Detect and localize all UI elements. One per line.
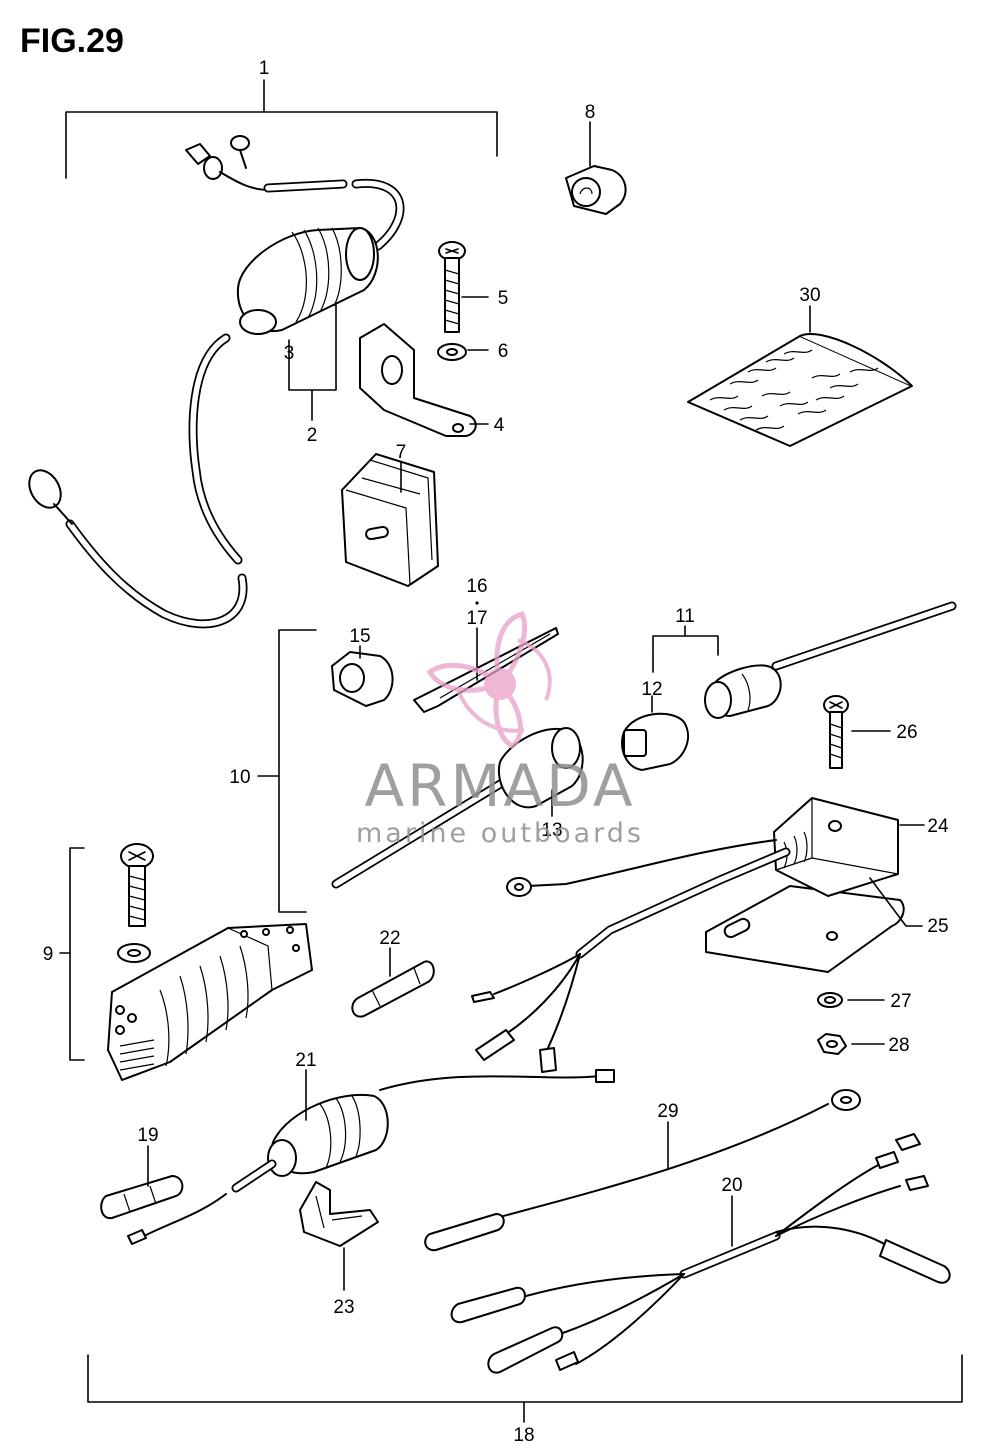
connector-12 — [621, 712, 689, 771]
callout-29: 29 — [657, 1101, 678, 1122]
callout-22: 22 — [379, 928, 400, 949]
regulator-24 — [471, 797, 905, 1073]
washer-6 — [437, 343, 467, 361]
callout-7: 7 — [396, 442, 407, 463]
callout-17: 17 — [466, 608, 487, 629]
callout-8: 8 — [585, 102, 596, 123]
cable-13 — [331, 727, 584, 889]
callout-21: 21 — [295, 1050, 316, 1071]
figure-title: FIG.29 — [20, 22, 124, 60]
screw-9 — [117, 843, 154, 963]
fuse-22 — [351, 960, 435, 1018]
callout-labels: 1 2 3 4 5 6 7 8 9 10 11 12 13 16 17 15 1… — [43, 58, 949, 1446]
callout-12: 12 — [641, 679, 662, 700]
callout-25: 25 — [927, 916, 948, 937]
bracket-9 — [59, 847, 85, 1061]
screw-26 — [823, 695, 849, 769]
bracket-1 — [65, 79, 498, 179]
lead-wire-29 — [424, 1089, 861, 1252]
callout-1: 1 — [259, 58, 270, 79]
callout-2: 2 — [307, 425, 318, 446]
callout-23: 23 — [333, 1297, 354, 1318]
grommet-8 — [565, 165, 627, 215]
watermark-tagline: marine outboards — [356, 818, 644, 849]
callout-4: 4 — [494, 415, 505, 436]
callout-30: 30 — [799, 285, 820, 306]
callout-20: 20 — [721, 1175, 742, 1196]
nut-28 — [817, 1033, 847, 1055]
terminal-19 — [100, 1175, 184, 1220]
bracket-4 — [359, 323, 477, 437]
callout-24: 24 — [927, 816, 949, 837]
bracket-11 — [652, 625, 719, 673]
bracket-18 — [87, 1354, 963, 1423]
callout-28: 28 — [888, 1035, 909, 1056]
packet-30 — [687, 333, 913, 447]
grommet-15 — [331, 651, 394, 707]
connector-11 — [704, 601, 957, 719]
callout-15: 15 — [349, 626, 370, 647]
harness-20 — [450, 1133, 951, 1374]
callout-19: 19 — [137, 1125, 158, 1146]
callout-10: 10 — [229, 767, 250, 788]
bracket-10 — [257, 629, 317, 913]
callout-5: 5 — [498, 288, 509, 309]
callout-3: 3 — [284, 343, 295, 364]
callout-16: 16 — [466, 576, 487, 597]
rubber-mount-7 — [341, 453, 439, 587]
callout-11: 11 — [675, 606, 695, 627]
callout-6: 6 — [498, 341, 509, 362]
propeller-logo-icon — [426, 611, 552, 750]
watermark: ARMADA marine outboards — [356, 611, 644, 849]
callout-18: 18 — [513, 1425, 534, 1446]
rectifier-9 — [107, 923, 313, 1081]
callout-27: 27 — [890, 991, 911, 1012]
washer-27 — [817, 992, 843, 1008]
callout-9: 9 — [43, 944, 54, 965]
cable-assembly — [28, 135, 405, 629]
screw-5 — [438, 241, 466, 333]
watermark-brand: ARMADA — [364, 752, 635, 820]
clip-23 — [299, 1181, 379, 1247]
callout-26: 26 — [896, 722, 917, 743]
bracket-2-3 — [288, 304, 337, 421]
harness-21 — [127, 1069, 615, 1245]
callout-13: 13 — [541, 820, 562, 841]
